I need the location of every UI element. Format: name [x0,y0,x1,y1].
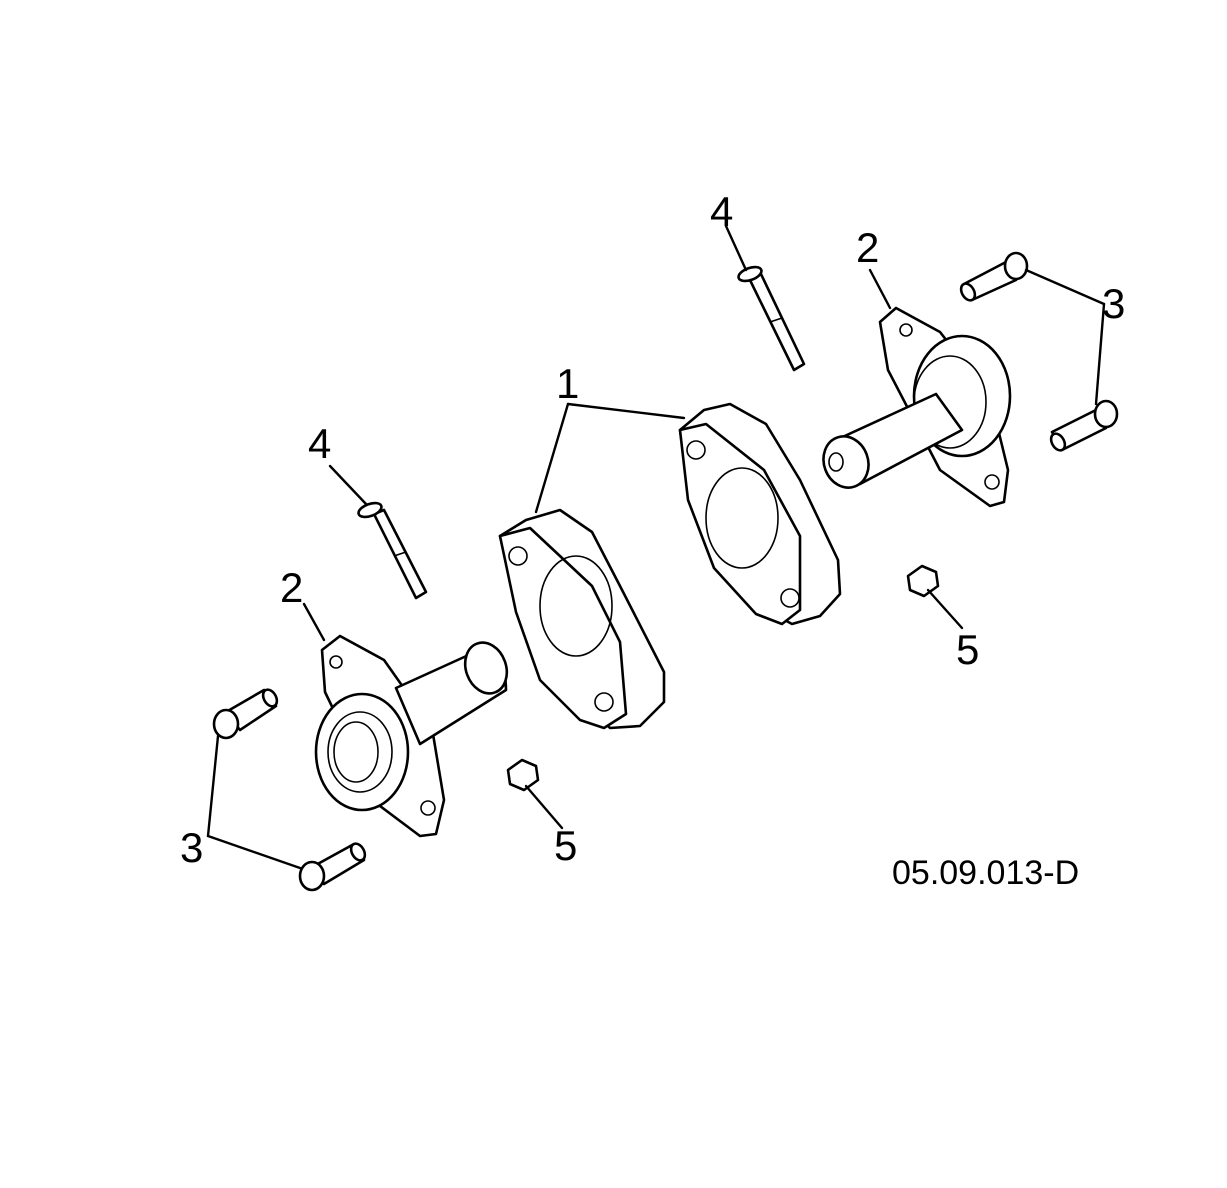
flange-bearing-left [314,634,509,838]
callout-4-right: 4 [710,188,733,235]
figure-code: 05.09.013-D [892,854,1079,892]
callout-5-left: 5 [554,822,577,869]
bolt-3-left-upper [212,688,279,740]
callout-2-right: 2 [856,224,879,271]
flange-bearing-right [822,306,1012,508]
stud-4-right [737,265,806,372]
callout-5-right: 5 [956,626,979,673]
leader-lines [206,224,1106,870]
nut-5-right [906,564,940,598]
nut-5-left [506,758,540,792]
spacer-block-left [498,508,666,730]
callout-2-left: 2 [280,564,303,611]
stud-4-left [357,501,428,600]
callout-3-right: 3 [1102,280,1125,327]
callout-3-left: 3 [180,824,203,871]
bolt-3-left-lower [298,842,367,892]
bolt-3-right-lower [1049,399,1119,452]
spacer-block-right [678,402,842,626]
callout-1: 1 [556,360,579,407]
callout-4-left: 4 [308,420,331,467]
bolt-3-right-upper [959,251,1029,302]
